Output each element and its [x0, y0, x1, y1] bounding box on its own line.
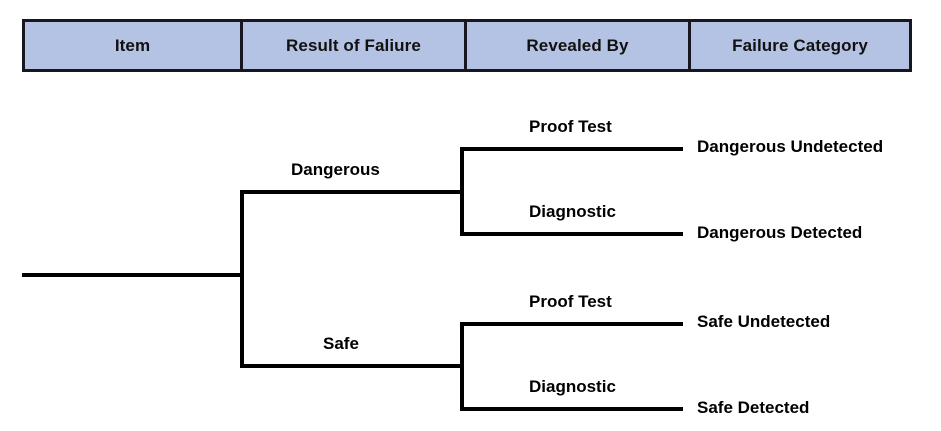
table-header-item: Item [25, 22, 240, 69]
table-header-failure-category: Failure Category [688, 22, 909, 69]
tree-branch-dangerous-proof-test [460, 147, 683, 151]
tree-trunk-vertical [240, 190, 244, 368]
table-header-result-of-failure: Result of Faliure [240, 22, 464, 69]
header-table: Item Result of Faliure Revealed By Failu… [22, 19, 912, 72]
table-header-result-of-failure-label: Result of Faliure [286, 35, 421, 55]
tree-subtrunk-dangerous [460, 147, 464, 236]
tree-branch-dangerous-diagnostic [460, 232, 683, 236]
tree-label-dangerous: Dangerous [291, 160, 380, 179]
tree-branch-safe-diagnostic [460, 407, 683, 411]
table-header-item-label: Item [114, 35, 151, 55]
tree-leaf-dangerous-detected: Dangerous Detected [697, 223, 863, 242]
tree-leaf-safe-undetected: Safe Undetected [697, 312, 831, 331]
table-header-failure-category-label: Failure Category [732, 35, 868, 55]
tree-root-stem [22, 273, 244, 277]
tree-branch-safe-proof-test [460, 322, 683, 326]
tree-label-safe-proof-test: Proof Test [529, 292, 612, 311]
tree-label-dangerous-proof-test: Proof Test [529, 117, 612, 136]
tree-branch-safe [240, 364, 462, 368]
tree-leaf-dangerous-undetected: Dangerous Undetected [697, 137, 884, 156]
tree-label-dangerous-diagnostic: Diagnostic [529, 202, 616, 221]
tree-branch-dangerous [240, 190, 462, 194]
tree-label-safe-diagnostic: Diagnostic [529, 377, 616, 396]
tree-subtrunk-safe [460, 322, 464, 411]
table-header-revealed-by: Revealed By [464, 22, 688, 69]
tree-label-safe: Safe [323, 334, 359, 353]
tree-leaf-safe-detected: Safe Detected [697, 398, 810, 417]
table-header-revealed-by-label: Revealed By [526, 35, 629, 55]
